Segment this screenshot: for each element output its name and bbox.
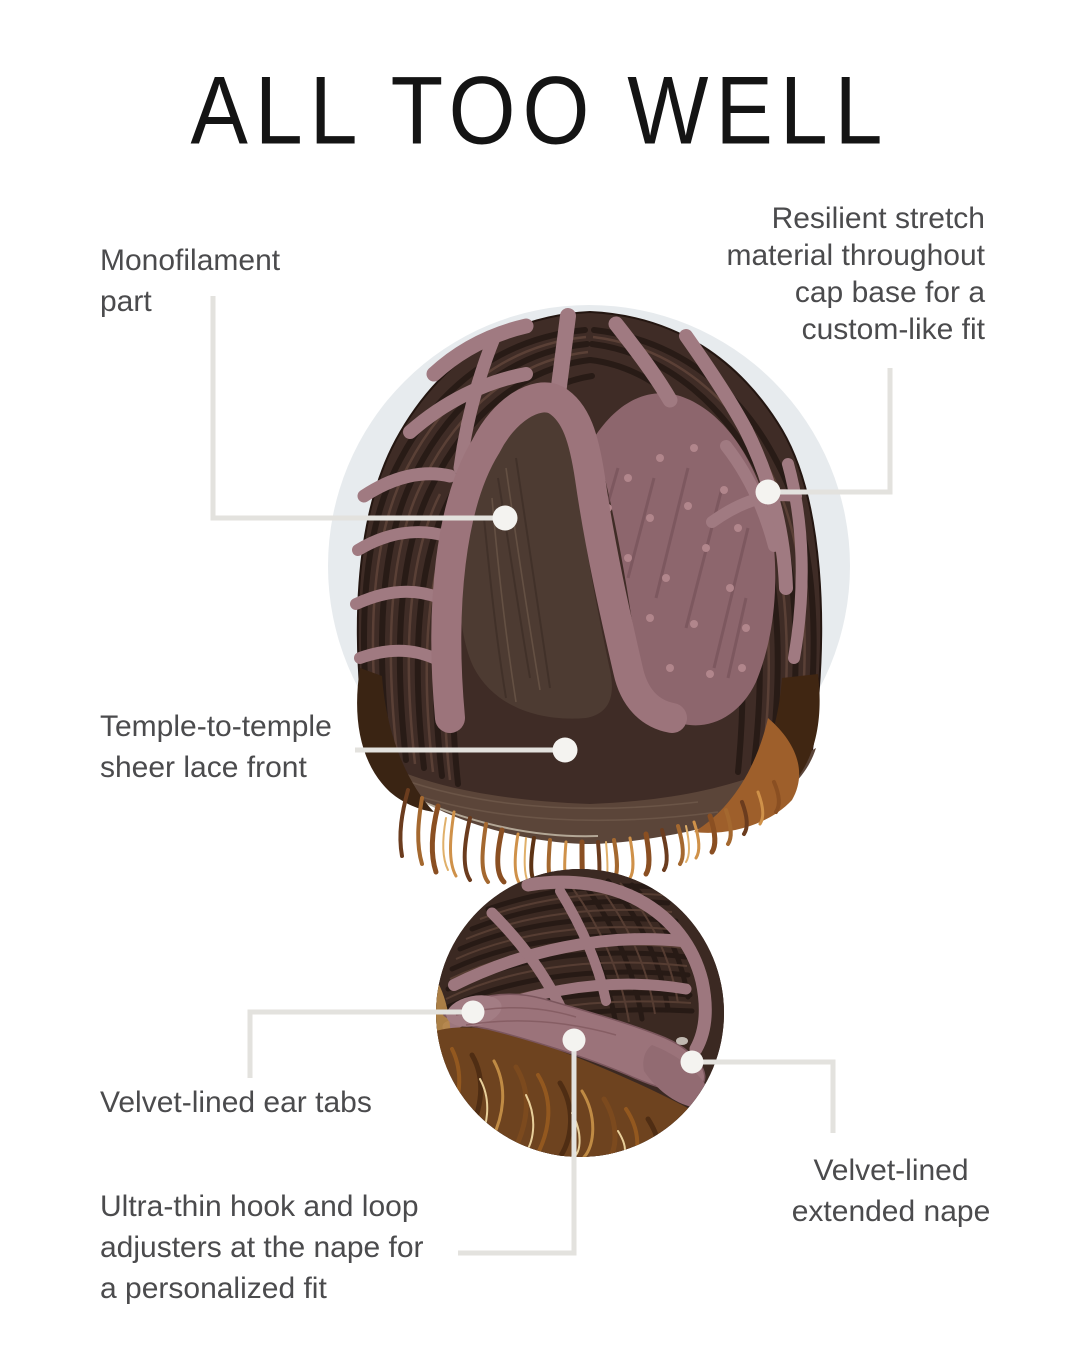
callout-nape-adjusters: Ultra-thin hook and loop adjusters at th… — [100, 1190, 424, 1305]
lace-front — [368, 748, 816, 844]
callout-extended-nape: Velvet-lined extended nape — [791, 1154, 991, 1228]
side-hair — [357, 668, 820, 833]
hook-loop-detail — [676, 1037, 688, 1045]
wig-cap-back-figure — [436, 869, 724, 1157]
callout-resilient-stretch: Resilient stretch material throughout ca… — [726, 202, 986, 346]
wig-cap-back-illustration — [436, 869, 724, 1157]
callout-lace-front: Temple-to-temple sheer lace front — [100, 710, 332, 784]
callout-monofilament-part: Monofilament part — [100, 244, 281, 318]
stretch-panel-dots — [604, 444, 750, 678]
wig-cap-front-illustration — [328, 305, 850, 887]
page-title: ALL TOO WELL — [190, 57, 890, 165]
stretch-panel — [594, 393, 776, 726]
monofilament-border-band — [431, 382, 687, 733]
leader-line-extended-nape — [692, 1059, 836, 1133]
callout-ear-tabs: Velvet-lined ear tabs — [100, 1086, 372, 1119]
